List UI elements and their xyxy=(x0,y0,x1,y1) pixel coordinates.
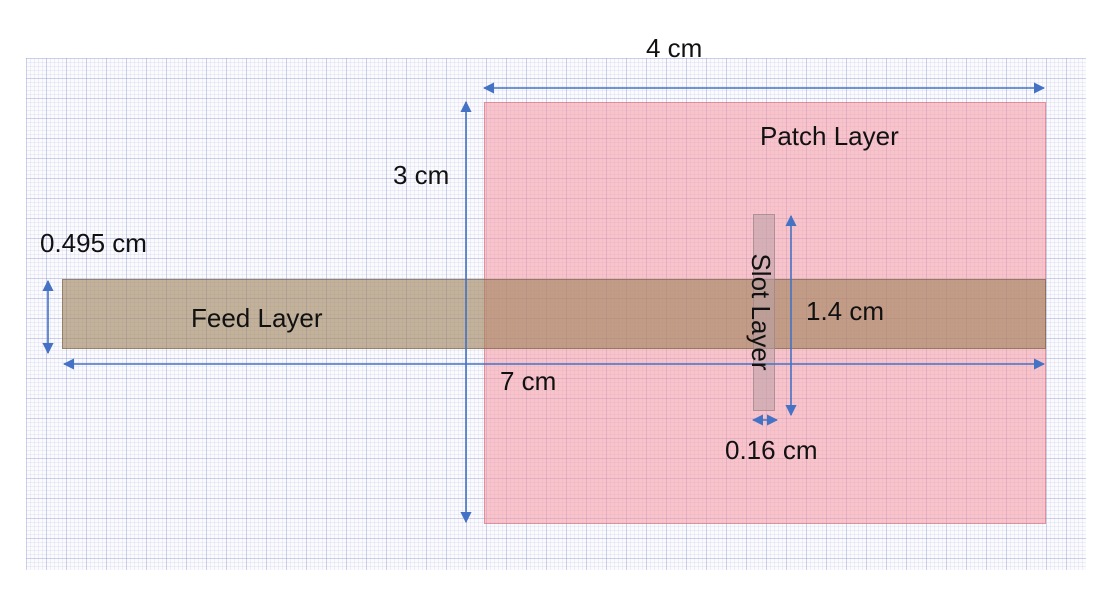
slot-layer-label: Slot Layer xyxy=(746,253,776,371)
feed-layer-label: Feed Layer xyxy=(191,303,323,333)
patch-height-label: 3 cm xyxy=(393,160,450,190)
feed-width-label: 0.495 cm xyxy=(40,228,147,258)
patch-layer-label: Patch Layer xyxy=(760,121,899,151)
slot-width-label: 0.16 cm xyxy=(725,435,818,465)
feed-layer-rect xyxy=(62,279,1046,349)
patch-width-label: 4 cm xyxy=(646,33,703,63)
slot-length-label: 1.4 cm xyxy=(806,296,885,326)
feed-length-label: 7 cm xyxy=(500,366,557,396)
